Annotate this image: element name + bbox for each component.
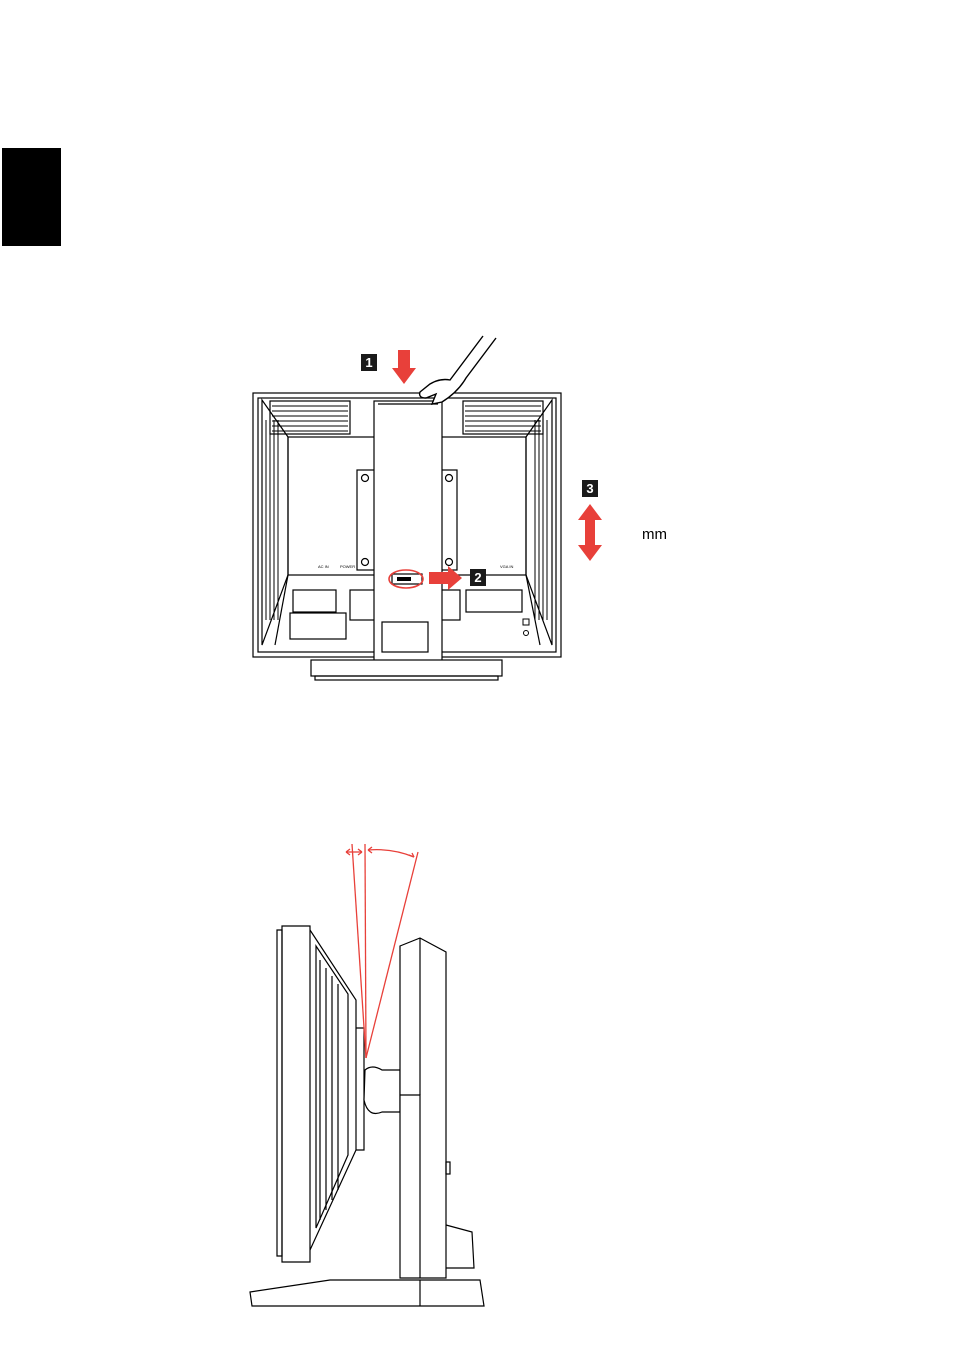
hinge	[364, 1067, 400, 1114]
screen-profile	[282, 926, 310, 1262]
stand-side-column	[400, 938, 446, 1278]
stand-side-base	[250, 1280, 484, 1306]
